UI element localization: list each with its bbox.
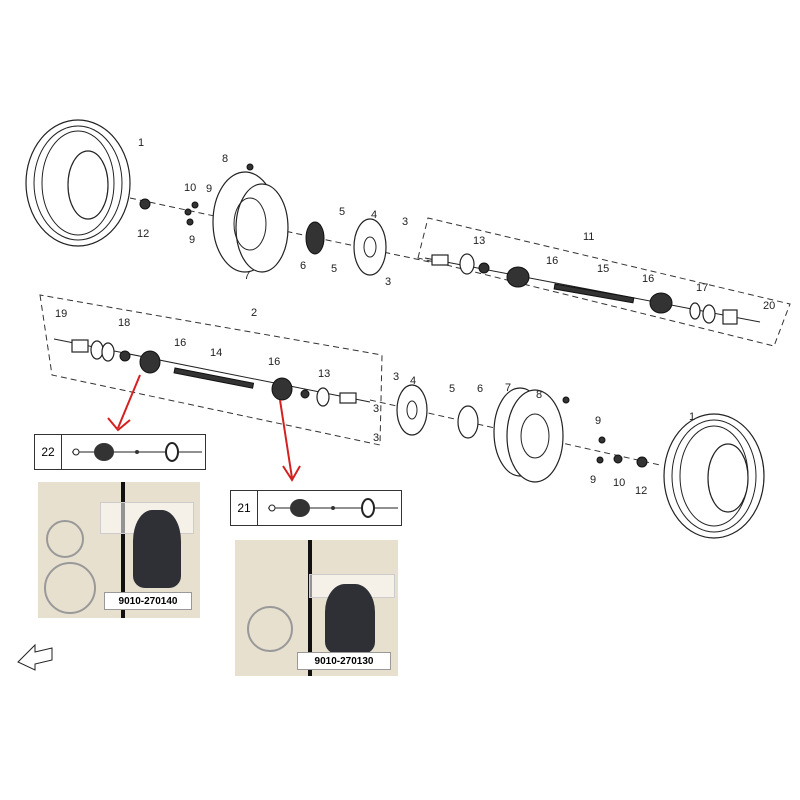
callout: 2: [251, 307, 257, 319]
callout: 9: [590, 474, 596, 486]
callout: 16: [642, 273, 654, 285]
callout: 3: [402, 216, 408, 228]
callout: 16: [546, 255, 558, 267]
callout: 17: [696, 282, 708, 294]
callout: 8: [222, 153, 228, 165]
callout: 20: [763, 300, 775, 312]
nut-12: [139, 198, 151, 210]
front-direction-arrow-icon: [17, 643, 53, 671]
callout: 3: [393, 371, 399, 383]
callout: 8: [536, 389, 542, 401]
callout: 1: [689, 411, 695, 423]
kit-number: 21: [231, 491, 258, 525]
callout: 4: [410, 375, 416, 387]
callout: 5: [339, 206, 345, 218]
kit-21-box: 21: [230, 490, 402, 526]
front-wheel-rim: [212, 171, 289, 273]
callout: 13: [473, 235, 485, 247]
kit-21-photo: 9010-270130: [235, 540, 398, 676]
part-number-label: 9010-270140: [104, 592, 192, 610]
kit-parts-illustration: [258, 491, 401, 525]
callout: 7: [505, 382, 511, 394]
kit-number: 22: [35, 435, 62, 469]
rear-tire: [663, 413, 765, 539]
callout: 1: [138, 137, 144, 149]
callout: 16: [268, 356, 280, 368]
callout: 4: [371, 209, 377, 221]
red-arrow-kit-22: [107, 374, 141, 432]
kit-22-box: 22: [34, 434, 206, 470]
callout: 10: [184, 182, 196, 194]
drive-shaft-assembly-2: [53, 338, 371, 407]
callout: 19: [55, 308, 67, 320]
callout: 9: [595, 415, 601, 427]
front-brake-disc: [353, 218, 387, 276]
callout: 3: [373, 403, 379, 415]
callout-labels: 1 8 10 9 9 12 7 6 5 5 4 3 3 13 11 16 15 …: [55, 137, 775, 497]
callout: 14: [210, 347, 222, 359]
drive-shaft-assembly-11: [424, 253, 761, 325]
kit-parts-illustration: [62, 435, 205, 469]
rear-brake-disc: [396, 384, 428, 436]
part-number-label: 9010-270130: [297, 652, 391, 670]
callout: 9: [206, 183, 212, 195]
red-arrow-kit-21: [279, 399, 301, 482]
kit-22-photo: 9010-270140: [38, 482, 200, 618]
callout: 13: [318, 368, 330, 380]
callout: 16: [174, 337, 186, 349]
callout: 15: [597, 263, 609, 275]
callout: 11: [583, 231, 594, 243]
callout: 5: [331, 263, 337, 275]
callout: 9: [189, 234, 195, 246]
callout: 6: [477, 383, 483, 395]
callout: 7: [244, 270, 250, 282]
callout: 6: [300, 260, 306, 272]
callout: 12: [137, 228, 149, 240]
front-tire: [25, 119, 131, 247]
callout: 18: [118, 317, 130, 329]
rear-wheel-rim: [493, 387, 564, 483]
callout: 5: [449, 383, 455, 395]
callout: 10: [613, 477, 625, 489]
front-hub: [305, 221, 325, 255]
rear-hub: [457, 405, 479, 439]
callout: 3: [373, 432, 379, 444]
callout: 12: [635, 485, 647, 497]
callout: 3: [385, 276, 391, 288]
